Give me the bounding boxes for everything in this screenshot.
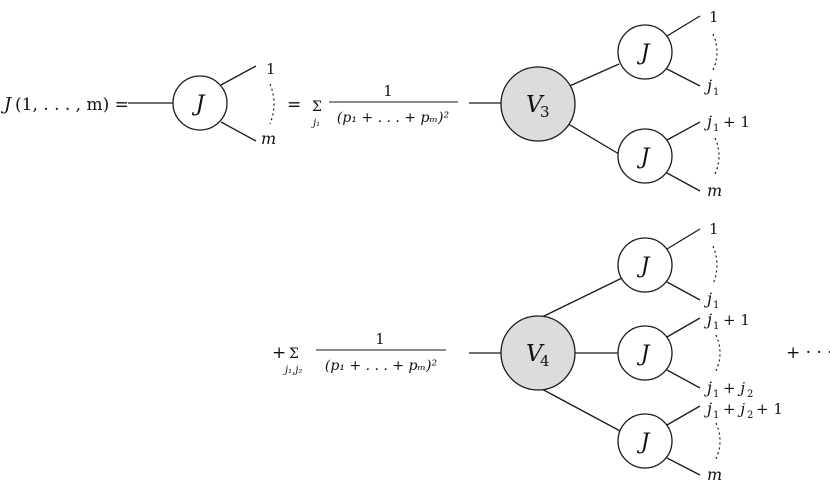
v4-lower-J-blob: [617, 413, 673, 469]
lhs-blob-label: J: [192, 92, 206, 117]
lhs-arguments: (1, . . . , m) =: [15, 95, 129, 115]
v4-lower-leg-dots: [715, 422, 721, 460]
v4-lower-leg-label-j2-sub: 2: [747, 410, 753, 421]
v3-upper-J-blob: [617, 24, 673, 80]
v3-upper-leg-dots: [712, 33, 718, 71]
lhs-leg-dots: [269, 83, 275, 125]
three-point-vertex: [500, 66, 576, 142]
v4-middle-leg-label-j1-top: j: [704, 310, 712, 329]
v4-middle-J-blob: [617, 325, 673, 381]
lhs-function-name: J: [0, 94, 13, 115]
v3-lower-J-blob: [617, 128, 673, 184]
v3-to-upper-blob-line: [564, 63, 620, 89]
v4-middle-leg-label-plus-j2: + j: [723, 379, 745, 397]
v4-lower-leg-label-plus-j2: + j: [723, 400, 745, 418]
v3-lower-leg-top: [666, 121, 701, 141]
v4-upper-leg-bottom: [666, 281, 701, 301]
sum-symbol-1: Σ: [312, 99, 322, 115]
v4-lower-blob-label: J: [637, 430, 651, 455]
v3-lower-leg-label-j1: j: [704, 112, 712, 131]
v4-to-upper-blob-line: [539, 277, 623, 319]
v3-lower-leg-dots: [714, 137, 720, 175]
sum-index-2: j₁,j₂: [283, 365, 302, 376]
v4-middle-leg-label-j2-sub: 2: [747, 389, 753, 400]
v4-upper-leg-top: [666, 228, 701, 250]
plus-sign: +: [272, 343, 286, 363]
v4-to-lower-blob-line: [539, 387, 623, 433]
lhs-blob: J 1 m: [128, 60, 276, 148]
four-point-vertex-label: V: [526, 341, 545, 367]
sum-index-1: j₁: [311, 118, 320, 129]
v4-middle-leg-label-j1-top-sub: 1: [713, 321, 719, 332]
v4-upper-J-blob: [617, 237, 673, 293]
sum-symbol-2: Σ: [289, 346, 299, 362]
v4-lower-leg-label-plus-1: + 1: [756, 400, 783, 418]
v3-upper-leg-top: [666, 15, 701, 37]
three-point-vertex-subscript: 3: [540, 103, 550, 121]
lhs-J-blob: [172, 75, 228, 131]
v4-middle-leg-label-j1-bottom: j: [704, 378, 712, 397]
trailing-ellipsis: + · · ·: [786, 343, 830, 363]
v4-lower-leg-label-m: m: [707, 465, 722, 484]
lhs-leg-top: [220, 65, 257, 86]
lhs-leg-label-m: m: [261, 129, 276, 148]
v3-lower-leg-label-m: m: [707, 181, 722, 200]
v4-upper-blob-label: J: [637, 254, 651, 279]
v3-lower-leg-bottom: [666, 172, 701, 192]
equals-sign: =: [287, 95, 301, 115]
term-three-vertex: = Σ j₁ 1 (p₁ + . . . + pₘ)² V 3 J 1 j 1 …: [287, 8, 750, 200]
v3-to-lower-blob-line: [564, 121, 620, 155]
v3-upper-leg-label-j1: j: [704, 76, 712, 95]
v3-lower-blob-label: J: [637, 145, 651, 170]
v3-upper-blob-label: J: [637, 41, 651, 66]
four-point-vertex-subscript: 4: [540, 352, 550, 370]
v3-upper-leg-label-j1-sub: 1: [713, 87, 719, 98]
four-point-vertex: [500, 315, 576, 391]
propagator-numerator-2: 1: [375, 330, 385, 348]
v4-upper-leg-label-1: 1: [709, 220, 719, 238]
term-four-vertex: + Σ j₁,j₂ 1 (p₁ + . . . + pₘ)² V 4 J 1 j…: [272, 220, 783, 484]
v4-lower-leg-label-j1-sub: 1: [713, 410, 719, 421]
propagator-denominator-1: (p₁ + . . . + pₘ)²: [337, 110, 450, 126]
v4-middle-leg-label-plus-1: + 1: [723, 311, 750, 329]
v4-middle-blob-label: J: [637, 342, 651, 367]
v4-lower-leg-bottom: [666, 457, 701, 476]
v4-lower-leg-top: [666, 405, 701, 426]
v4-middle-leg-top: [666, 317, 701, 338]
v3-upper-leg-label-1: 1: [709, 8, 719, 26]
propagator-numerator-1: 1: [383, 82, 393, 100]
v3-lower-leg-label-j1-sub: 1: [713, 123, 719, 134]
v4-upper-leg-dots: [712, 245, 718, 285]
lhs-leg-label-1: 1: [266, 60, 276, 78]
v4-upper-leg-label-j1: j: [704, 289, 712, 308]
lhs-current: J (1, . . . , m) =: [0, 94, 129, 115]
v4-middle-leg-bottom: [666, 369, 701, 389]
v4-lower-leg-label-j1: j: [704, 399, 712, 418]
v4-upper-leg-label-j1-sub: 1: [713, 300, 719, 311]
v4-middle-leg-label-j1-bottom-sub: 1: [713, 389, 719, 400]
lhs-leg-bottom: [220, 121, 257, 142]
propagator-denominator-2: (p₁ + . . . + pₘ)²: [325, 358, 438, 374]
v3-upper-leg-bottom: [666, 68, 701, 87]
v4-middle-leg-dots: [715, 334, 721, 372]
three-point-vertex-label: V: [526, 92, 545, 118]
v3-lower-leg-label-plus-1: + 1: [723, 113, 750, 131]
